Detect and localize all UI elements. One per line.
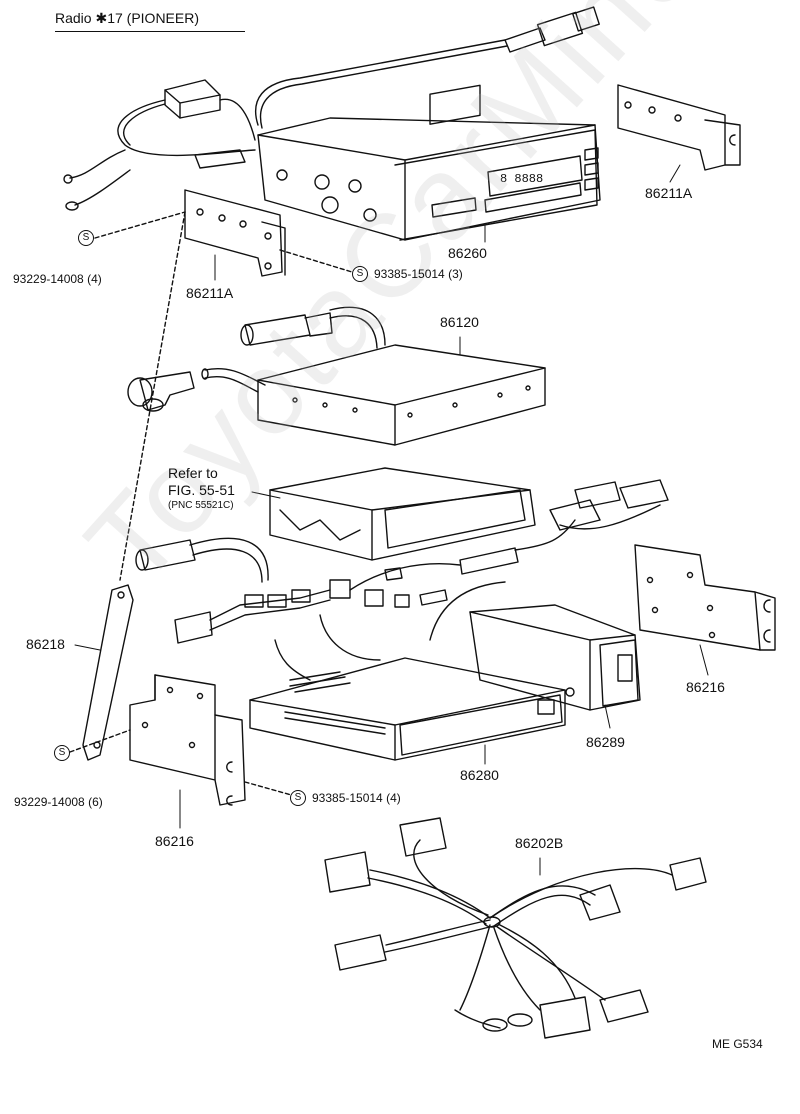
screw-symbol-icon: S — [54, 745, 70, 761]
strip-86218 — [83, 585, 133, 760]
tuner-86289 — [470, 605, 640, 710]
part-label-86211A-left[interactable]: 86211A — [186, 285, 234, 301]
reference-pnc: (PNC 55521C) — [168, 500, 234, 511]
svg-text:8 8888: 8 8888 — [500, 172, 543, 186]
antenna-cable — [256, 7, 600, 128]
fastener-label-bolt-bottom[interactable]: 93385-15014 (4) — [312, 791, 401, 805]
part-label-86260[interactable]: 86260 — [448, 245, 487, 261]
part-label-86216-left[interactable]: 86216 — [155, 833, 194, 849]
fastener-label-screw-top-left[interactable]: 93229-14008 (4) — [13, 272, 102, 286]
part-label-86120[interactable]: 86120 — [440, 314, 479, 330]
harness-middle — [136, 480, 668, 680]
fastener-label-bolt-top[interactable]: 93385-15014 (3) — [374, 267, 463, 281]
screw-symbol-icon: S — [352, 266, 368, 282]
part-label-86280[interactable]: 86280 — [460, 767, 499, 783]
pocket-box — [270, 468, 535, 560]
leader-dashed-top — [95, 212, 352, 580]
diagram-code: ME G534 — [712, 1037, 763, 1051]
fastener-label-screw-bottom-left[interactable]: 93229-14008 (6) — [14, 795, 103, 809]
leader-lines — [75, 165, 708, 875]
bracket-86211A-right — [618, 85, 740, 170]
part-label-86202B[interactable]: 86202B — [515, 835, 564, 851]
bracket-86216-right — [635, 545, 775, 650]
screw-symbol-icon: S — [78, 230, 94, 246]
bracket-86216-left — [130, 675, 245, 805]
deck-86280 — [250, 658, 574, 760]
reference-line-1: Refer to — [168, 465, 218, 481]
leader-dashed-bottom — [70, 730, 295, 796]
reference-figure-link[interactable]: FIG. 55-51 — [168, 482, 235, 498]
amplifier-86120 — [202, 307, 545, 445]
screw-symbol-icon: S — [290, 790, 306, 806]
harness-86202B — [325, 818, 706, 1038]
diagram-title: Radio ✱17 (PIONEER) — [55, 10, 245, 32]
bracket-86211A-left — [185, 190, 285, 276]
part-label-86216-right[interactable]: 86216 — [686, 679, 725, 695]
antenna-elbow-connector — [128, 372, 194, 411]
noise-filter-lead — [64, 80, 255, 210]
head-unit-86260: 8 8888 — [258, 85, 600, 240]
part-label-86218[interactable]: 86218 — [26, 636, 65, 652]
part-label-86289[interactable]: 86289 — [586, 734, 625, 750]
part-label-86211A-right[interactable]: 86211A — [645, 185, 693, 201]
